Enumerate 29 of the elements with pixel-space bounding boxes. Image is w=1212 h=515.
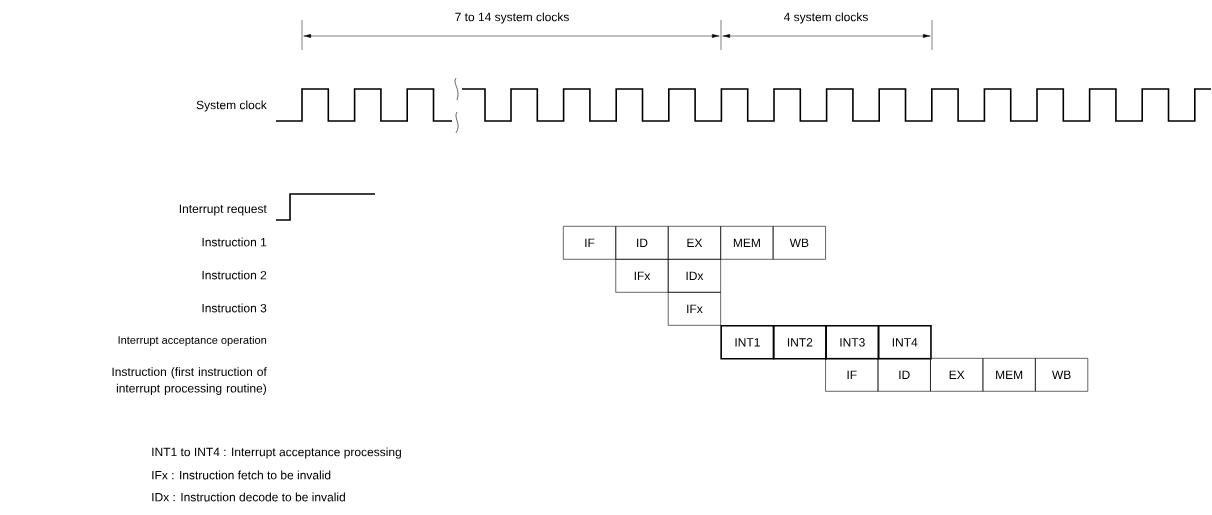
pipeline-stage-cell: IFx [667, 292, 721, 326]
signal-label: Instruction 2 [202, 270, 267, 280]
pipeline-stage-cell: IDx [667, 259, 721, 293]
pipeline-stage-cell: MEM [982, 358, 1036, 392]
note-text: IDx : Instruction decode to be invalid [152, 492, 345, 502]
note-text: INT1 to INT4 : Interrupt acceptance processing [152, 447, 401, 459]
pipeline-stage-cell: INT2 [772, 325, 827, 360]
pipeline-stage-cell: INT4 [877, 325, 932, 360]
signal-label: Interrupt request [179, 204, 267, 216]
pipeline-stage-cell: IF [825, 358, 879, 392]
dimension-label: 7 to 14 system clocks [455, 12, 569, 24]
pipeline-stage-cell: EX [930, 358, 984, 392]
pipeline-stage-cell: IF [563, 226, 617, 260]
note-text: IFx : Instruction fetch to be invalid [152, 470, 331, 480]
pipeline-stage-cell: ID [877, 358, 931, 392]
pipeline-stage-cell: EX [667, 226, 721, 260]
signal-label: Instruction 3 [202, 303, 267, 313]
pipeline-stage-cell: ID [615, 226, 669, 260]
pipeline-stage-cell: INT3 [825, 325, 880, 360]
signal-label: System clock [196, 100, 267, 112]
pipeline-stage-cell: IFx [615, 259, 669, 293]
pipeline-stage-cell: WB [1035, 358, 1089, 392]
signal-label: Interrupt acceptance operation [118, 335, 267, 347]
signal-label: Instruction (first instruction of interrupt processing routine) [112, 367, 267, 395]
dimension-label: 4 system clocks [783, 12, 868, 24]
pipeline-stage-cell: INT1 [720, 325, 775, 360]
pipeline-stage-cell: WB [772, 226, 826, 260]
signal-label: Instruction 1 [202, 237, 267, 247]
pipeline-stage-cell: MEM [720, 226, 774, 260]
